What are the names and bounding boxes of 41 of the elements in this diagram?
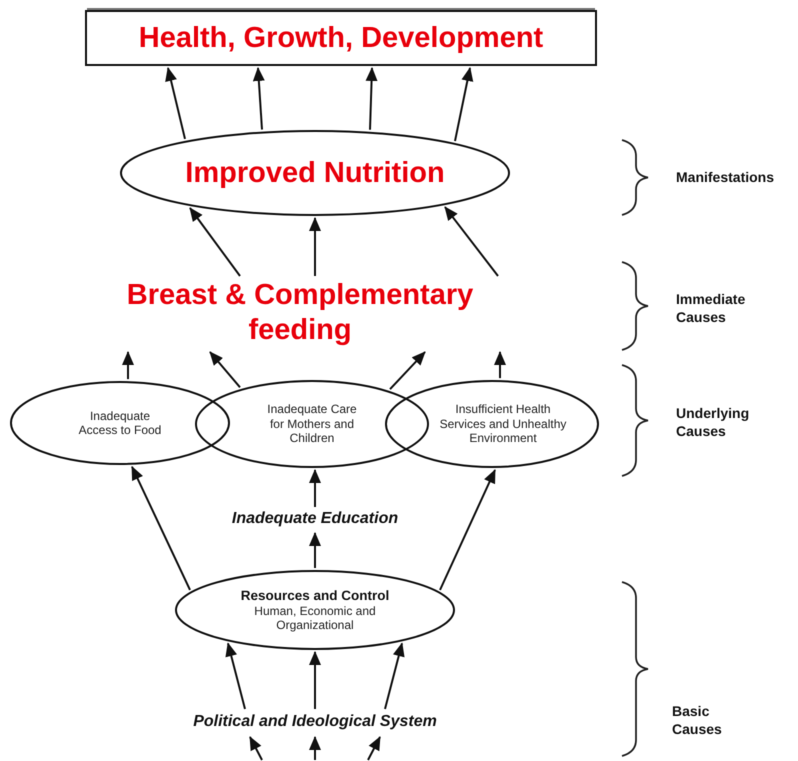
node-label: Insufficient Health Services and Unhealthy Environment [438, 402, 568, 446]
cause-ellipse [120, 130, 510, 216]
cause-ellipse [195, 380, 429, 468]
arrow [384, 642, 405, 710]
level-label: Immediate Causes [676, 290, 746, 326]
arrow [309, 217, 321, 276]
level-label: Underlying Causes [676, 404, 750, 440]
arrow [209, 351, 241, 388]
arrow [249, 736, 263, 760]
heading-text: Breast & Complementary feeding [126, 278, 474, 348]
arrow [309, 532, 321, 568]
node-label: Political and Ideological System [193, 712, 437, 732]
arrow [309, 736, 321, 760]
arrow [165, 67, 186, 140]
arrow [454, 67, 474, 142]
node-label: Inadequate Access to Food [78, 408, 162, 438]
arrow [367, 736, 381, 760]
arrow [444, 206, 499, 277]
arrow [252, 67, 265, 130]
arrow [309, 468, 321, 507]
arrow [366, 67, 378, 130]
arrow [122, 351, 134, 380]
cause-ellipse [175, 570, 455, 650]
title-text: Health, Growth, Development [138, 20, 544, 56]
cause-ellipse [385, 380, 599, 468]
cause-ellipse [10, 381, 230, 465]
arrow [131, 466, 191, 590]
node-label: Human, Economic and Organizational [253, 604, 377, 632]
node-label: Inadequate Care for Mothers and Children [266, 402, 358, 446]
level-label: Basic Causes [672, 702, 723, 738]
arrow [225, 642, 246, 710]
node-label: Inadequate Education [232, 509, 398, 529]
outcome-box [85, 10, 597, 66]
level-label: Manifestations [676, 168, 776, 186]
node-title: Resources and Control [240, 588, 390, 604]
arrow [309, 651, 321, 709]
arrow [389, 351, 426, 390]
arrow [439, 469, 496, 590]
node-label: Improved Nutrition [185, 156, 445, 190]
arrow [494, 351, 506, 378]
arrow [189, 207, 241, 277]
